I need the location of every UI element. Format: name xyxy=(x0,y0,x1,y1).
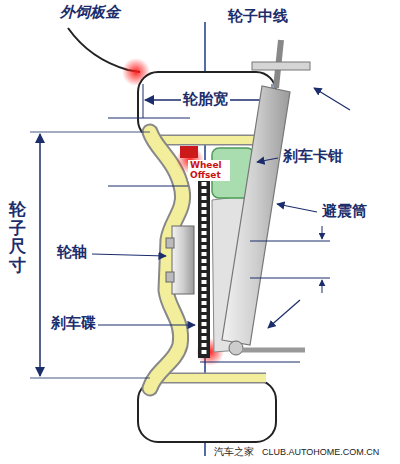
part-label: 外饲板金 xyxy=(60,4,120,21)
tyre-bottom xyxy=(138,380,276,442)
watermark: 汽车之家 xyxy=(214,446,254,458)
part-label: 刹车卡钳 xyxy=(283,148,343,165)
brake-disc xyxy=(198,172,210,358)
part-label: 轮轴 xyxy=(57,244,87,261)
part-label: 避震筒 xyxy=(322,203,367,220)
dimension-label: 轮子尺寸 xyxy=(9,200,26,275)
part-label: 轮子中线 xyxy=(228,8,288,25)
axle-hub xyxy=(172,226,194,294)
watermark: CLUB.AUTOHOME.COM.CN xyxy=(262,447,379,457)
part-label: 刹车碟 xyxy=(51,315,96,332)
shock-strut xyxy=(222,40,310,355)
dimension-label: Wheel Offset xyxy=(188,160,230,181)
dimension-label: 轮胎宽 xyxy=(181,91,230,108)
wheel-size-dimension xyxy=(39,134,41,376)
